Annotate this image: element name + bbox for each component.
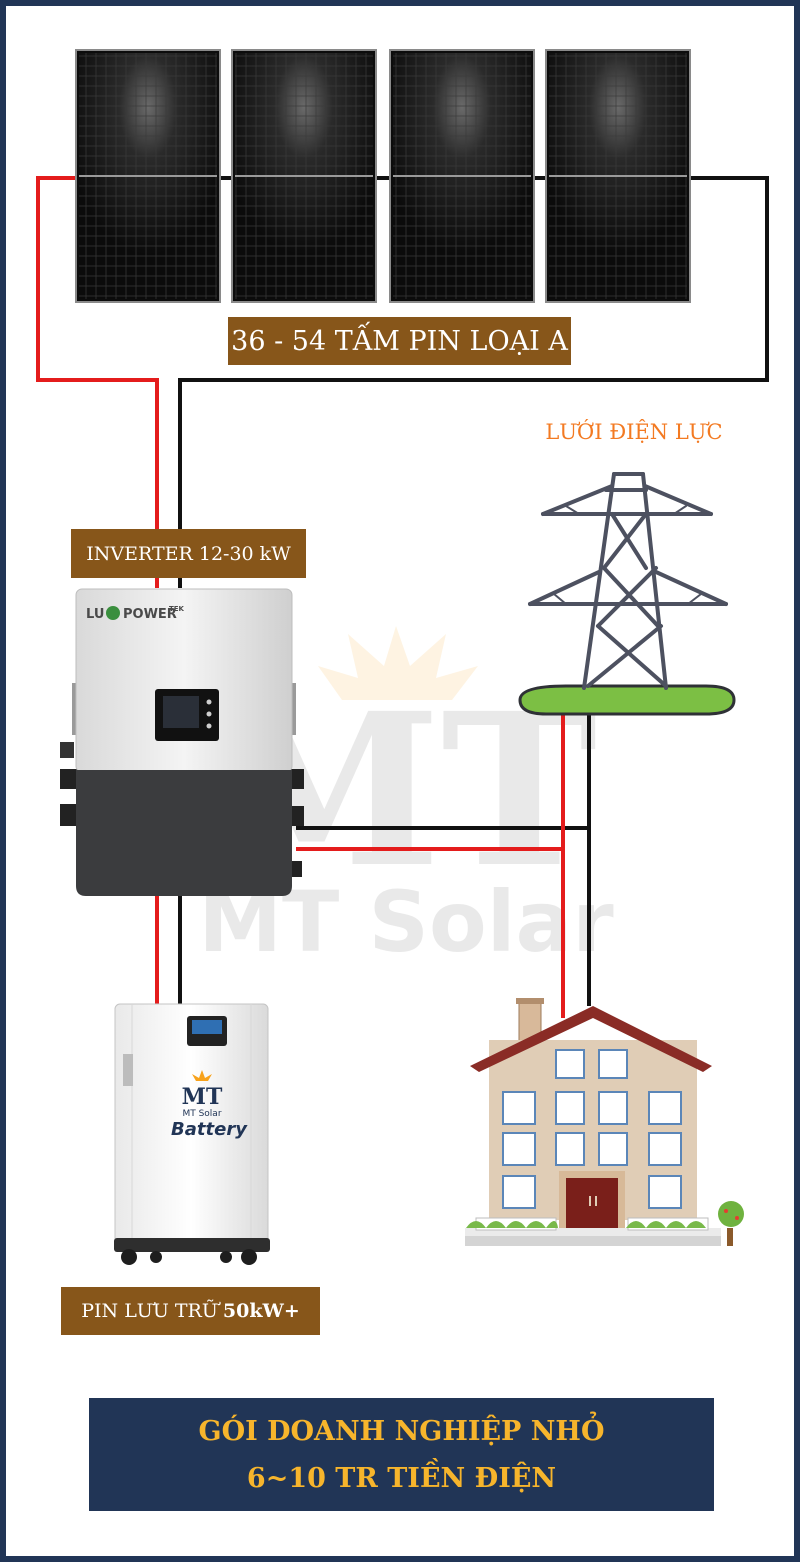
inverter-brand-suffix: POWER (123, 607, 177, 622)
battery-logo-text: MT (182, 1084, 223, 1110)
red-wire-panels-to-inverter (36, 176, 159, 588)
battery-unit (114, 1003, 270, 1265)
battery-brand-text: MT Solar (182, 1109, 221, 1119)
transmission-tower-icon (518, 472, 736, 716)
inverter-brand-tek: TEK (169, 605, 185, 613)
grid-label: LƯỚI ĐIỆN LỰC (545, 420, 723, 444)
inverter-label: INVERTER 12-30 kW (71, 529, 306, 578)
black-wire-panels-to-inverter (178, 176, 769, 588)
battery-label: PIN LƯU TRỮ 50kW+ (61, 1287, 320, 1335)
diagram-scene: MT MT Solar (36, 49, 769, 1265)
package-banner: GÓI DOANH NGHIỆP NHỎ 6~10 TR TIỀN ĐIỆN (89, 1398, 714, 1511)
battery-word-text: Battery (171, 1119, 248, 1140)
banner-title: GÓI DOANH NGHIỆP NHỎ (198, 1416, 605, 1447)
wiring (36, 176, 769, 1018)
solar-panel-4 (545, 49, 691, 303)
solar-panel-2 (231, 49, 377, 303)
solar-panel-3 (389, 49, 535, 303)
solar-panel-1 (75, 49, 221, 303)
luxpower-logo-icon (106, 606, 120, 620)
battery-label-prefix: PIN LƯU TRỮ (81, 1300, 218, 1322)
inverter-brand-text: LU (86, 607, 104, 622)
panels-label: 36 - 54 TẤM PIN LOẠI A (228, 317, 571, 365)
inverter-unit (60, 588, 304, 896)
battery-label-value: 50kW+ (222, 1300, 300, 1322)
house-icon (465, 998, 744, 1246)
banner-subtitle: 6~10 TR TIỀN ĐIỆN (246, 1463, 557, 1494)
